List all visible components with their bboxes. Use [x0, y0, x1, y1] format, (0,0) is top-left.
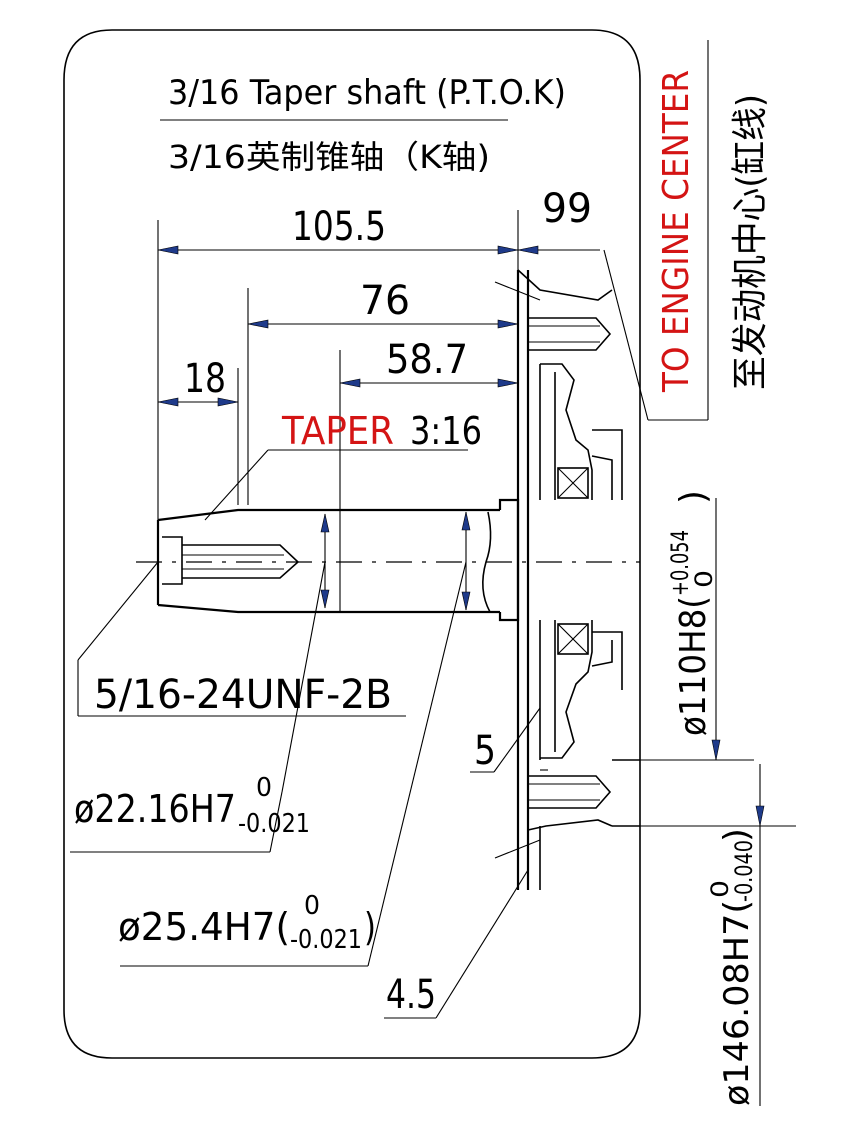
- drawing-border: [63, 29, 641, 1059]
- dim-22-lower: -0.021: [238, 809, 310, 839]
- title-chinese: 3/16英制锥轴（K轴): [168, 138, 490, 176]
- dim-76-arrow-left: [247, 319, 269, 329]
- dim-5-label: 5: [474, 728, 496, 774]
- dim-110-upper: +0.054: [666, 530, 694, 596]
- dim-25-lower: -0.021: [290, 925, 362, 955]
- dim-146-close: ): [717, 828, 757, 842]
- dim-146-arrow: [755, 805, 765, 827]
- taper-leader: [204, 449, 269, 521]
- engine-center-leader: [603, 249, 649, 421]
- dim-99-arrow: [517, 245, 539, 255]
- dim-25-main: ø25.4H7(: [118, 905, 290, 949]
- dim-22-arrow-top: [320, 513, 330, 533]
- dim-146-upper: 0: [706, 880, 734, 898]
- taper-label: TAPER: [281, 409, 394, 453]
- dim-25-close: ): [364, 905, 376, 949]
- dim-25-arrow-bottom: [461, 591, 471, 611]
- title-english: 3/16 Taper shaft (P.T.O.K): [168, 73, 566, 113]
- dim-110-close: ): [673, 490, 714, 504]
- dim-22-upper: 0: [256, 773, 272, 803]
- dim-76-label: 76: [360, 278, 410, 324]
- dim-25-upper: 0: [304, 891, 320, 921]
- dim-105-arrow-left: [157, 245, 179, 255]
- dim-22-leader-down: [269, 791, 283, 853]
- dim-25-leader: [367, 561, 467, 967]
- dim-45-leader: [435, 869, 529, 1019]
- dim-18-arrow-right: [217, 397, 239, 407]
- dim-105-label: 105.5: [292, 204, 386, 250]
- dim-22-arrow-bottom: [320, 589, 330, 609]
- dim-146-main: ø146.08H7(: [717, 900, 757, 1106]
- thread-leader: [77, 561, 159, 661]
- dim-18-label: 18: [184, 356, 226, 402]
- taper-ratio: 3:16: [410, 409, 482, 453]
- dim-5-leader: [493, 707, 541, 773]
- dim-110-main: ø110H8(: [673, 596, 714, 736]
- dim-58-arrow-left: [339, 378, 361, 388]
- dim-22-main: ø22.16H7: [74, 787, 236, 831]
- to-engine-center: TO ENGINE CENTER: [656, 70, 697, 393]
- dim-45-label: 4.5: [386, 972, 436, 1018]
- thread-label: 5/16-24UNF-2B: [94, 672, 392, 718]
- dim-146-lower: -0.040: [730, 840, 758, 902]
- dim-105-arrow-right: [497, 245, 519, 255]
- dim-58-arrow-right: [497, 378, 519, 388]
- dim-110-arrow: [711, 739, 721, 761]
- dim-58-label: 58.7: [386, 337, 468, 383]
- dim-25-arrow-top: [461, 511, 471, 531]
- dim-99-label: 99: [542, 186, 592, 232]
- to-engine-center-cn: 至发动机中心(缸线): [730, 94, 771, 390]
- dim-76-arrow-right: [497, 319, 519, 329]
- dim-110-lower: 0: [690, 570, 718, 588]
- dim-22-leader: [281, 561, 326, 793]
- dim-18-arrow-left: [157, 397, 179, 407]
- flange-housing: [494, 269, 640, 890]
